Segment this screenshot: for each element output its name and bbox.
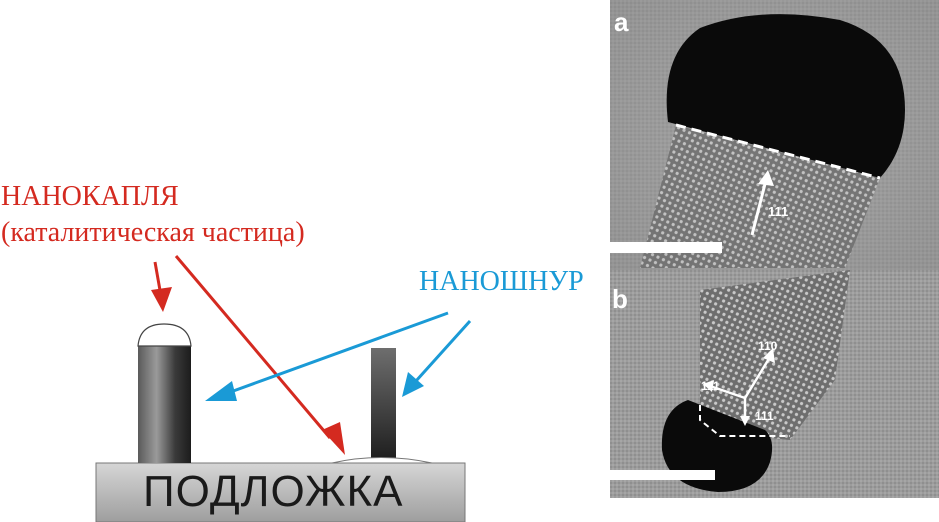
red-arrowhead-short <box>151 287 172 312</box>
panel-a-letter: a <box>614 7 629 37</box>
nanodroplet-label-line1: НАНОКАПЛЯ <box>1 181 179 212</box>
panel-a-direction-label: 111 <box>768 204 788 219</box>
nanodroplet-cap <box>137 323 192 347</box>
panel-b-direction-label-2: 111 <box>701 379 720 393</box>
red-arrow-long <box>174 255 332 439</box>
nanowire-pillar-tall <box>138 346 191 463</box>
blue-arrowhead-long <box>205 381 237 401</box>
micrograph-panel-b <box>610 270 939 498</box>
blue-arrowhead-short <box>402 372 424 397</box>
blue-arrow-short <box>414 319 472 383</box>
nanowire-pillar-short <box>371 348 396 463</box>
substrate-block <box>95 462 466 522</box>
panel-b-letter: b <box>612 284 628 314</box>
nanodroplet-flat <box>331 457 433 464</box>
nanodroplet-label-line2: (каталитическая частица) <box>1 217 305 248</box>
panel-b-direction-label-1: 110 <box>758 339 778 353</box>
panel-b-direction-label-3: 111 <box>755 409 774 423</box>
micrograph-panel-a <box>610 0 939 270</box>
nanowire-label: НАНОШНУР <box>419 266 584 297</box>
blue-arrow-long <box>224 311 449 396</box>
red-arrowhead-long <box>322 422 345 455</box>
substrate-label: ПОДЛОЖКА <box>143 467 404 516</box>
